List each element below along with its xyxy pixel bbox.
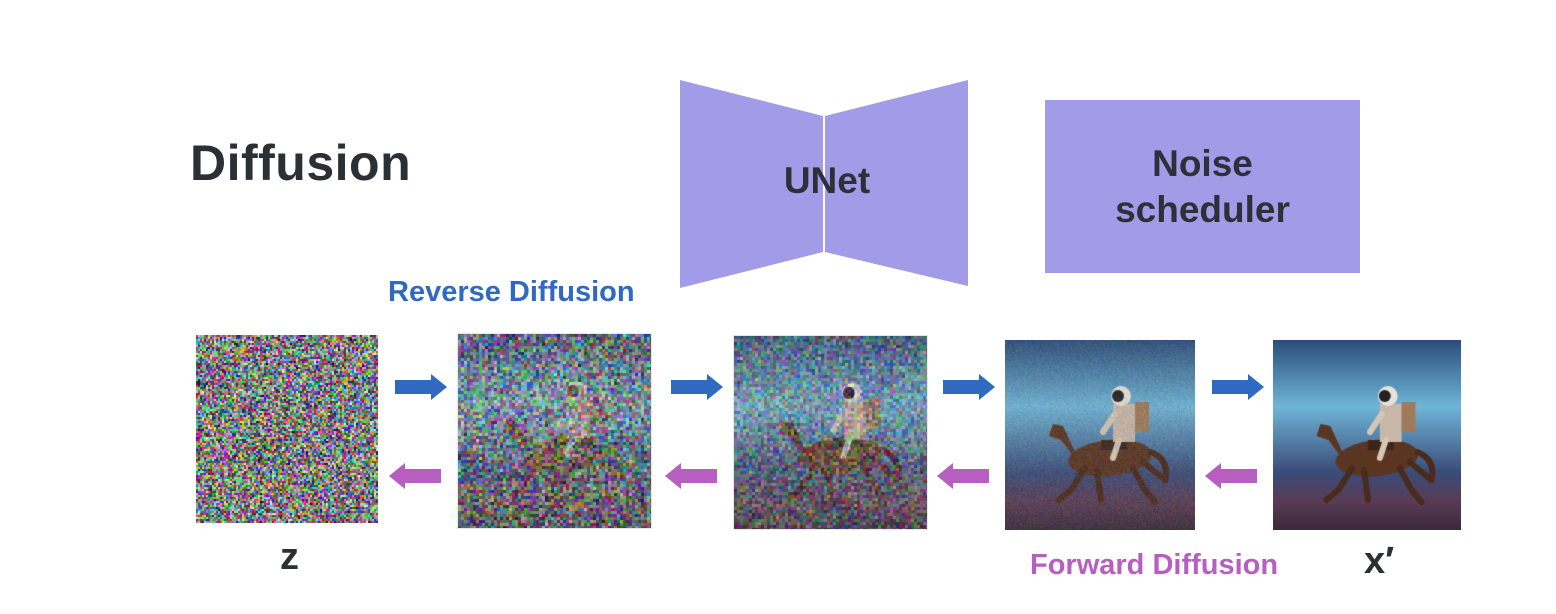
- unet-decoder-shape: [825, 80, 968, 286]
- reverse-diffusion-label: Reverse Diffusion: [388, 276, 635, 308]
- reverse-arrow-left-3: [937, 463, 989, 489]
- forward-arrow-right-3: [943, 374, 995, 400]
- image-heavy-noise: [457, 333, 652, 529]
- image-medium-noise: [733, 335, 928, 530]
- reverse-arrow-left-2: [665, 463, 717, 489]
- diagram-title: Diffusion: [190, 135, 412, 191]
- noise-canvas-5: [1273, 340, 1461, 530]
- image-pure-noise: [196, 335, 378, 523]
- noise-scheduler-label-line2: scheduler: [1115, 188, 1290, 230]
- forward-arrow-right-4: [1212, 374, 1264, 400]
- forward-diffusion-label: Forward Diffusion: [1030, 549, 1279, 581]
- noise-scheduler-label-line1: Noise: [1152, 142, 1253, 184]
- unet-label: UNet: [783, 160, 871, 201]
- image-clean: [1273, 340, 1461, 530]
- noise-canvas-2: [458, 334, 651, 528]
- noise-canvas-1: [196, 335, 378, 523]
- unet-encoder-shape: [680, 80, 823, 288]
- latent-z-label: z: [280, 536, 299, 578]
- output-x-prime-label: x′: [1364, 540, 1395, 582]
- reverse-arrow-left-4: [1205, 463, 1257, 489]
- image-light-noise: [1005, 340, 1195, 530]
- unet-block: [680, 80, 968, 288]
- forward-arrow-right-1: [395, 374, 447, 400]
- forward-arrow-right-2: [671, 374, 723, 400]
- noise-canvas-3: [734, 336, 927, 529]
- noise-canvas-4: [1005, 340, 1195, 530]
- noise-scheduler-label: Noise scheduler: [1115, 141, 1290, 233]
- noise-scheduler-block: Noise scheduler: [1045, 100, 1360, 273]
- reverse-arrow-left-1: [389, 463, 441, 489]
